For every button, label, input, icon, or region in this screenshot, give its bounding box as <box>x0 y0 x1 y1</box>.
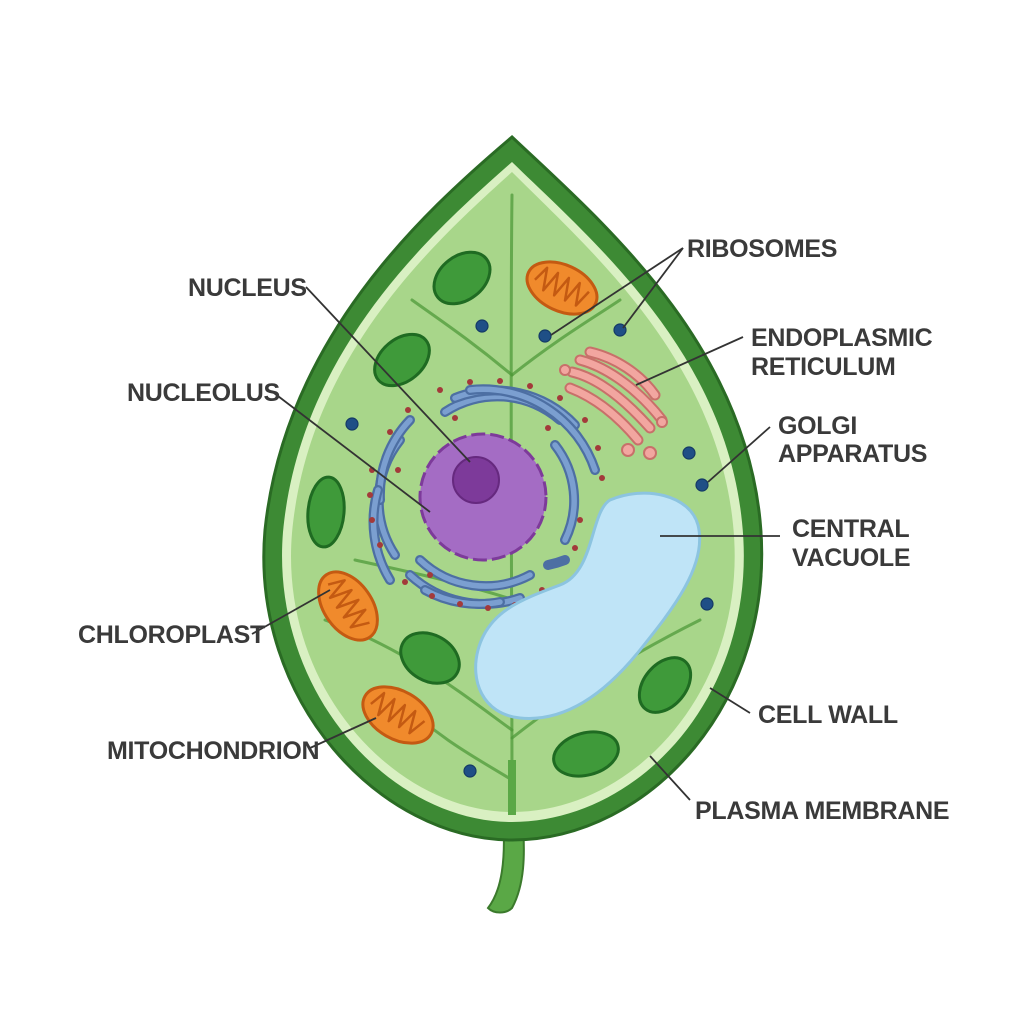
leader-ribosomes-2 <box>622 247 684 329</box>
label-nucleolus: NUCLEOLUS <box>127 379 280 407</box>
chloroplast-3 <box>306 475 346 549</box>
endoplasmic-reticulum <box>367 378 605 611</box>
chloroplast-6 <box>552 730 620 778</box>
label-chloroplast: CHLOROPLAST <box>78 621 265 649</box>
label-plasma-membrane: PLASMA MEMBRANE <box>695 797 949 825</box>
label-ribosomes: RIBOSOMES <box>687 235 837 263</box>
ribosome <box>538 329 552 343</box>
label-vacuole-line2: VACUOLE <box>792 544 910 572</box>
label-mitochondrion: MITOCHONDRION <box>107 737 319 765</box>
leader-golgi <box>707 426 771 483</box>
label-nucleus: NUCLEUS <box>188 274 307 302</box>
leader-mitochondrion <box>309 717 377 749</box>
ribosome <box>700 597 714 611</box>
chloroplast-1 <box>432 250 492 306</box>
label-cell-wall: CELL WALL <box>758 701 898 729</box>
chloroplasts <box>306 250 693 778</box>
chloroplast-5 <box>637 656 693 714</box>
ribosome <box>682 446 696 460</box>
label-golgi-line1: GOLGI <box>778 412 857 440</box>
mitochondrion-2 <box>317 570 379 642</box>
leader-plasma-membrane <box>649 755 691 801</box>
ribosome <box>695 478 709 492</box>
ribosome <box>463 764 477 778</box>
label-vacuole-line1: CENTRAL <box>792 515 909 543</box>
labels: RIBOSOMES NUCLEUS ENDOPLASMIC RETICULUM … <box>78 235 950 825</box>
label-golgi-line2: APPARATUS <box>778 440 927 468</box>
leader-ribosomes-1 <box>550 247 684 336</box>
central-vacuole <box>474 491 702 720</box>
leader-lines <box>251 247 780 801</box>
chloroplast-4 <box>399 631 461 685</box>
leader-chloroplast <box>251 589 331 635</box>
leader-nucleolus <box>273 392 431 513</box>
ribosome <box>475 319 489 333</box>
label-er-line1: ENDOPLASMIC <box>751 324 933 352</box>
leader-nucleus <box>305 286 471 463</box>
chloroplast-2 <box>373 332 431 388</box>
leader-er <box>635 336 744 386</box>
label-er-line2: RETICULUM <box>751 353 896 381</box>
leader-cell-wall <box>709 687 751 714</box>
nucleolus <box>452 456 500 504</box>
ribosome <box>345 417 359 431</box>
mitochondrion-1 <box>525 260 599 316</box>
mitochondrion-3 <box>361 685 435 745</box>
golgi-apparatus <box>559 346 668 460</box>
